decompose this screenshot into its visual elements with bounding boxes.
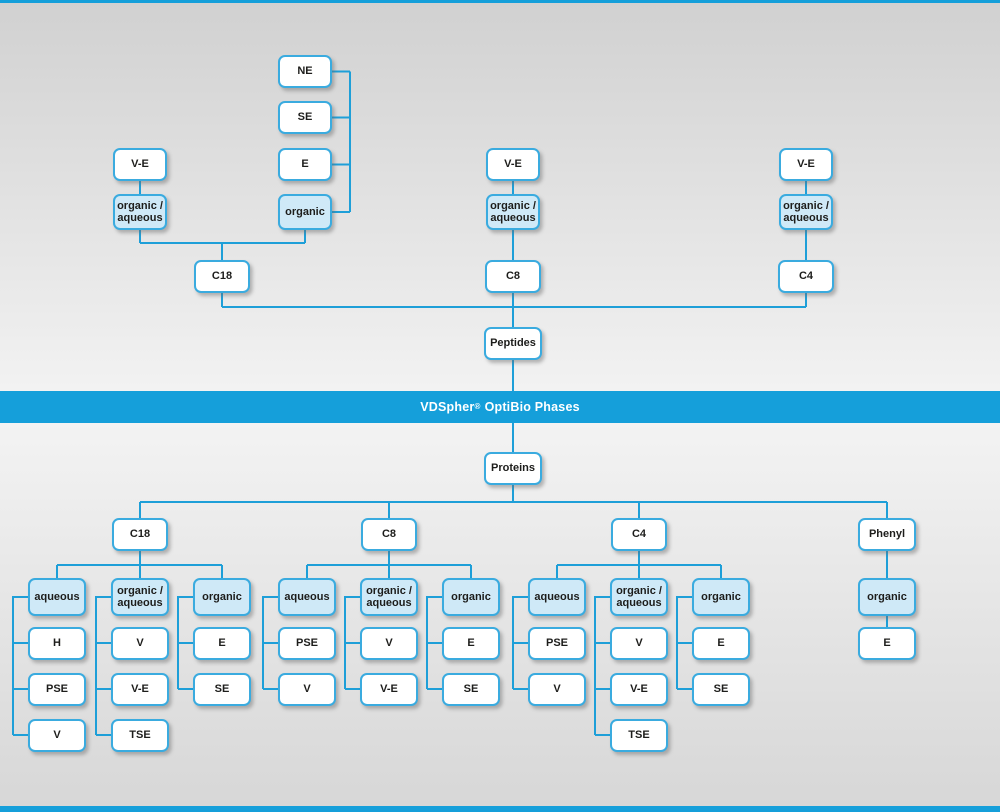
- node-peptides-c18-ne: NE: [278, 55, 332, 88]
- node-c8-organic: organic: [442, 578, 500, 616]
- node-c8-aqueous-v: V: [278, 673, 336, 706]
- node-phenyl-organic: organic: [858, 578, 916, 616]
- node-peptides-c18-se: SE: [278, 101, 332, 134]
- node-c8-organic-aqueous: organic / aqueous: [360, 578, 418, 616]
- bottom-accent-bar: [0, 806, 1000, 812]
- node-c18-organic: organic: [193, 578, 251, 616]
- node-proteins-c8: C8: [361, 518, 417, 551]
- node-peptides-c18-organic-aqueous: organic / aqueous: [113, 194, 167, 230]
- node-peptides-c18-ve: V-E: [113, 148, 167, 181]
- node-c18-mix-v: V: [111, 627, 169, 660]
- node-c8-organic-se: SE: [442, 673, 500, 706]
- node-c4-organic-e: E: [692, 627, 750, 660]
- title-banner: VDSpher®OptiBio Phases: [0, 391, 1000, 423]
- node-c18-aqueous-v: V: [28, 719, 86, 752]
- node-c18-organic-se: SE: [193, 673, 251, 706]
- node-c8-organic-e: E: [442, 627, 500, 660]
- node-c8-mix-v: V: [360, 627, 418, 660]
- node-c8-aqueous-pse: PSE: [278, 627, 336, 660]
- node-phenyl-organic-e: E: [858, 627, 916, 660]
- node-c4-aqueous-v: V: [528, 673, 586, 706]
- node-peptides-c4: C4: [778, 260, 834, 293]
- node-c18-mix-ve: V-E: [111, 673, 169, 706]
- node-c18-organic-e: E: [193, 627, 251, 660]
- node-c18-aqueous-pse: PSE: [28, 673, 86, 706]
- node-c4-organic-aqueous: organic / aqueous: [610, 578, 668, 616]
- node-proteins-c18: C18: [112, 518, 168, 551]
- node-c4-organic: organic: [692, 578, 750, 616]
- node-c18-organic-aqueous: organic / aqueous: [111, 578, 169, 616]
- node-c4-mix-tse: TSE: [610, 719, 668, 752]
- node-proteins-c4: C4: [611, 518, 667, 551]
- node-c4-mix-ve: V-E: [610, 673, 668, 706]
- node-c4-aqueous: aqueous: [528, 578, 586, 616]
- node-c18-mix-tse: TSE: [111, 719, 169, 752]
- node-peptides-c18-e: E: [278, 148, 332, 181]
- node-peptides-c8-ve: V-E: [486, 148, 540, 181]
- top-accent-bar: [0, 0, 1000, 3]
- node-c8-mix-ve: V-E: [360, 673, 418, 706]
- node-peptides-c8-organic-aqueous: organic / aqueous: [486, 194, 540, 230]
- node-proteins-root: Proteins: [484, 452, 542, 485]
- node-c4-organic-se: SE: [692, 673, 750, 706]
- node-peptides-c18: C18: [194, 260, 250, 293]
- node-c8-aqueous: aqueous: [278, 578, 336, 616]
- node-c18-aqueous-h: H: [28, 627, 86, 660]
- node-peptides-c18-organic: organic: [278, 194, 332, 230]
- node-c4-mix-v: V: [610, 627, 668, 660]
- node-c18-aqueous: aqueous: [28, 578, 86, 616]
- node-peptides-root: Peptides: [484, 327, 542, 360]
- node-proteins-phenyl: Phenyl: [858, 518, 916, 551]
- node-peptides-c4-organic-aqueous: organic / aqueous: [779, 194, 833, 230]
- banner-title-text: VDSpher: [420, 400, 475, 414]
- node-peptides-c8: C8: [485, 260, 541, 293]
- registered-trademark-symbol: ®: [474, 402, 481, 411]
- banner-title-text-2: OptiBio Phases: [484, 400, 580, 414]
- node-peptides-c4-ve: V-E: [779, 148, 833, 181]
- node-c4-aqueous-pse: PSE: [528, 627, 586, 660]
